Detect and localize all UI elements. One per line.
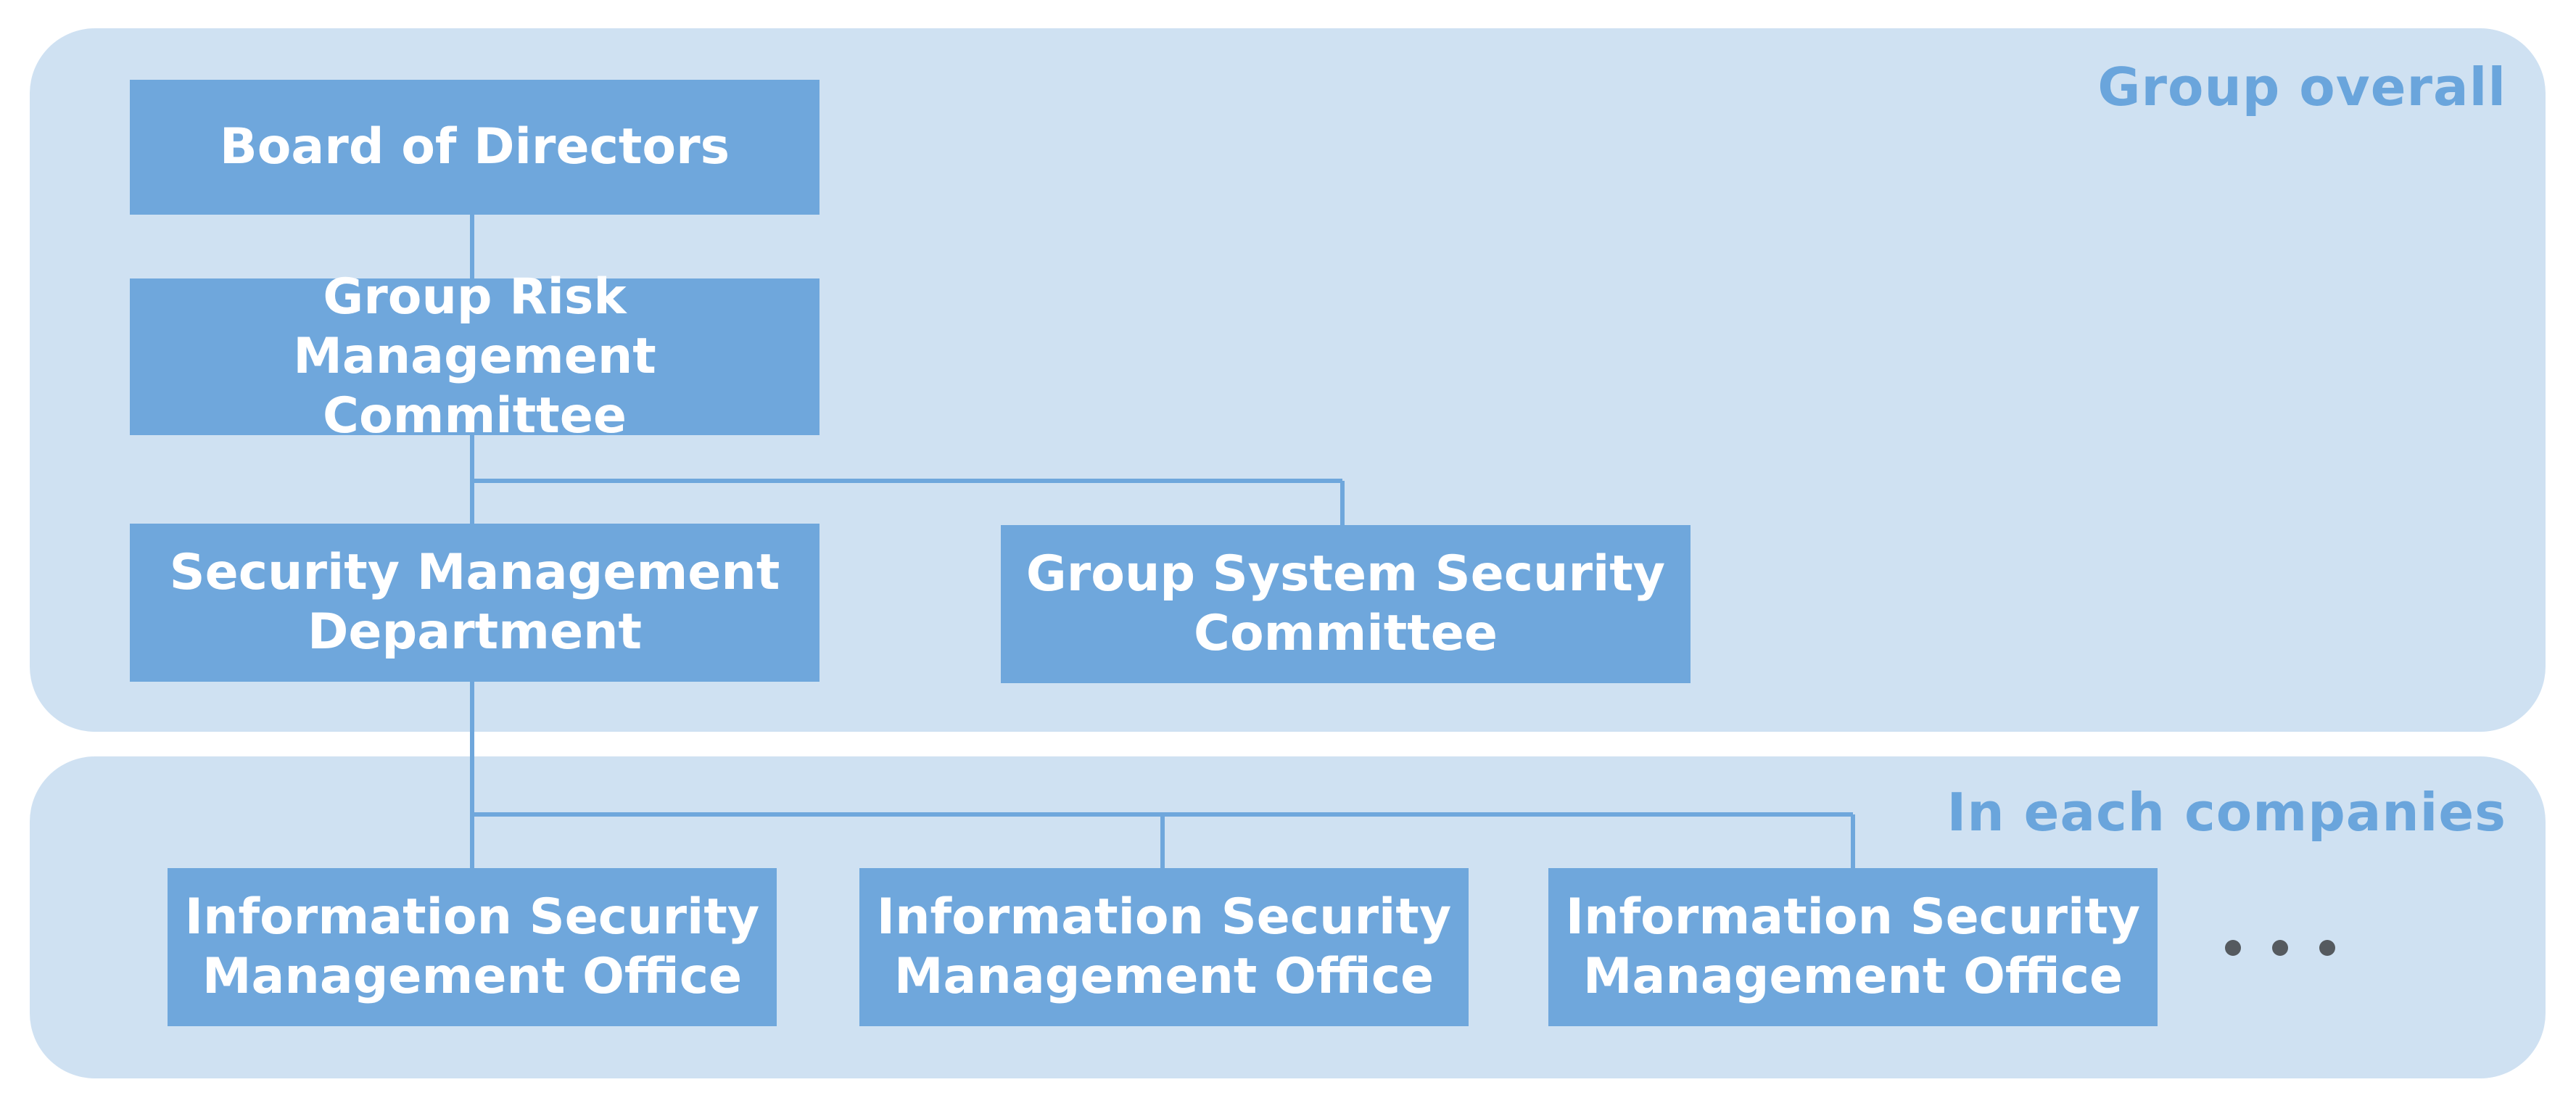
- security-office-label: Information Security Management Office: [1565, 888, 2141, 1005]
- ellipsis-dot: [2272, 940, 2288, 956]
- risk-committee-box: Group Risk Management Committee: [130, 268, 820, 445]
- board-of-directors-box: Board of Directors: [130, 80, 820, 215]
- security-office-box: Information Security Management Office: [168, 868, 777, 1026]
- risk-committee-label: Group Risk Management Committee: [293, 268, 656, 445]
- group-overall-label: Group overall: [2097, 57, 2506, 117]
- ellipsis-dot: [2319, 940, 2335, 956]
- each-company-label: In each companies: [1947, 782, 2506, 843]
- system-security-committee-box: Group System Security Committee: [1001, 525, 1690, 683]
- security-office-label: Information Security Management Office: [184, 888, 760, 1005]
- system-security-committee-label: Group System Security Committee: [1025, 545, 1666, 662]
- ellipsis-dot: [2225, 940, 2241, 956]
- security-office-box: Information Security Management Office: [1548, 868, 2158, 1026]
- security-office-label: Information Security Management Office: [876, 888, 1452, 1005]
- board-of-directors-label: Board of Directors: [219, 118, 730, 176]
- security-department-label: Security Management Department: [169, 544, 780, 661]
- security-office-box: Information Security Management Office: [859, 868, 1469, 1026]
- security-department-box: Security Management Department: [130, 524, 820, 682]
